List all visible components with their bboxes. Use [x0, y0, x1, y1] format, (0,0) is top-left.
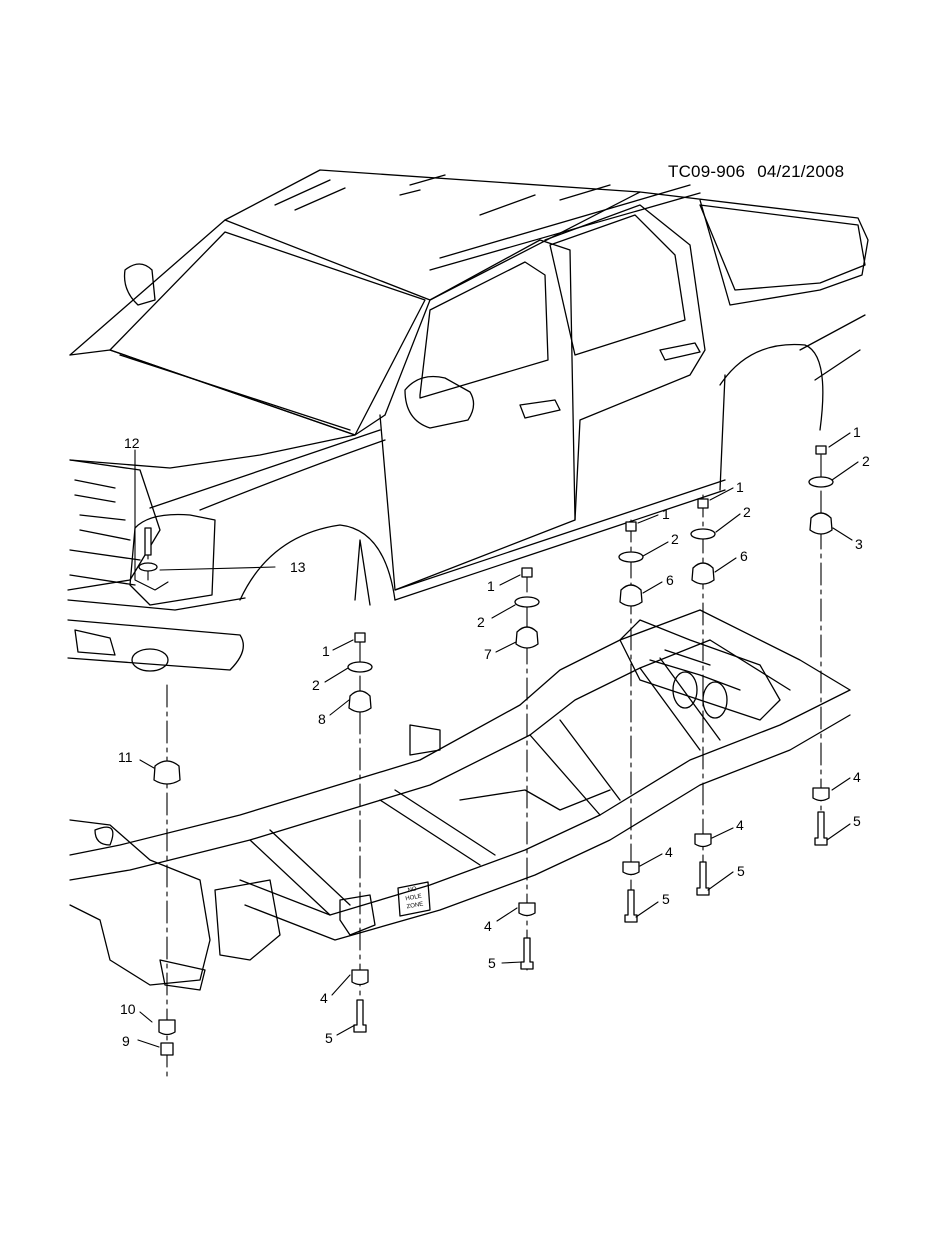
callout-4e: 4: [320, 990, 328, 1006]
callout-2c: 2: [671, 531, 679, 547]
callout-2b: 2: [743, 504, 751, 520]
drawing-number: TC09-906: [668, 162, 746, 181]
cushion-part-4d: [518, 902, 536, 917]
no-hole-zone-line1: NO: [407, 886, 417, 894]
callout-8: 8: [318, 711, 326, 727]
bolt-part-1d: [521, 567, 533, 578]
no-hole-zone-line2: HOLE: [405, 894, 422, 903]
callout-11: 11: [118, 749, 133, 765]
cushion-part-6a: [691, 562, 715, 585]
callout-5e: 5: [325, 1030, 333, 1046]
washer-part-2c: [618, 551, 644, 563]
bolt-part-1b: [697, 498, 709, 509]
bolt-part-1e: [354, 632, 366, 643]
callout-6a: 6: [740, 548, 748, 564]
vehicle-body-illustration: [67, 169, 869, 672]
callout-5a: 5: [853, 813, 861, 829]
nut-part-9: [160, 1042, 174, 1056]
callout-1a: 1: [853, 424, 861, 440]
cushion-part-6b: [619, 584, 643, 607]
bolt-part-12: [144, 527, 152, 556]
drawing-date: 04/21/2008: [757, 162, 845, 181]
cushion-part-4e: [351, 969, 369, 986]
callout-2e: 2: [312, 677, 320, 693]
callout-7: 7: [484, 646, 492, 662]
cushion-part-7: [515, 626, 539, 649]
mount-centerlines: [147, 454, 822, 1081]
cushion-part-11: [153, 760, 181, 785]
callout-1c: 1: [662, 506, 670, 522]
callout-6b: 6: [666, 572, 674, 588]
washer-part-2a: [808, 476, 834, 488]
cushion-part-4c: [622, 861, 640, 876]
mount-hardware: [138, 445, 834, 1056]
callout-4a: 4: [853, 769, 861, 785]
washer-part-2d: [514, 596, 540, 608]
bolt-part-1a: [815, 445, 827, 455]
cushion-part-10: [158, 1019, 176, 1036]
drawing-identifier: TC09-906 04/21/2008: [668, 162, 844, 182]
callout-4b: 4: [736, 817, 744, 833]
bolt-part-1c: [625, 521, 637, 532]
washer-part-2b: [690, 528, 716, 540]
cushion-part-3: [809, 512, 833, 535]
cushion-part-8: [348, 690, 372, 713]
washer-part-13: [138, 562, 158, 572]
callout-1b: 1: [736, 479, 744, 495]
frame-illustration: [69, 609, 851, 991]
callout-5d: 5: [488, 955, 496, 971]
callout-5c: 5: [662, 891, 670, 907]
callout-1d: 1: [487, 578, 495, 594]
callout-3: 3: [855, 536, 863, 552]
callout-2a: 2: [862, 453, 870, 469]
callout-12: 12: [124, 435, 140, 451]
callout-4d: 4: [484, 918, 492, 934]
callout-13: 13: [290, 559, 306, 575]
callout-10: 10: [120, 1001, 136, 1017]
no-hole-zone-line3: ZONE: [406, 902, 423, 911]
cushion-part-4a: [812, 787, 830, 802]
bolt-part-5e: [353, 999, 367, 1033]
callout-labels: 1 2 3 4 5 1 2 6 4 5 1 2 6 4 5 1 2 7 4 5 …: [118, 424, 870, 1049]
no-hole-zone-label: NO HOLE ZONE: [405, 886, 424, 911]
bolt-part-5b: [696, 861, 710, 896]
cushion-part-4b: [694, 833, 712, 848]
callout-2d: 2: [477, 614, 485, 630]
callout-5b: 5: [737, 863, 745, 879]
bolt-part-5a: [814, 811, 828, 846]
callout-1e: 1: [322, 643, 330, 659]
bolt-part-5d: [520, 937, 534, 970]
callout-9: 9: [122, 1033, 130, 1049]
bolt-part-5c: [624, 889, 638, 923]
callout-4c: 4: [665, 844, 673, 860]
washer-part-2e: [347, 661, 373, 673]
leader-lines: [134, 432, 859, 1048]
